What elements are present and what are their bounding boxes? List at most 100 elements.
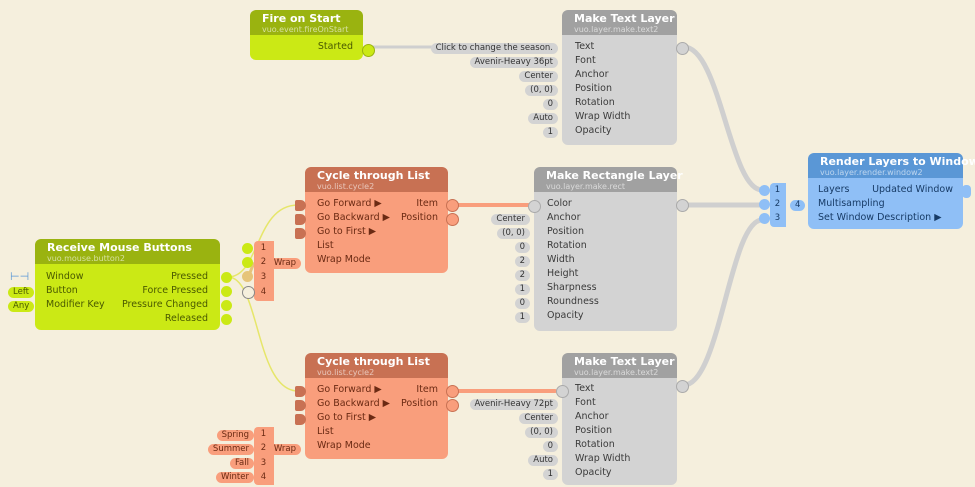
list-port-1[interactable]: [242, 243, 253, 254]
node-make-text-layer-2[interactable]: Make Text Layer vuo.layer.make.text2 Tex…: [469, 353, 689, 485]
input-label-font: Font: [575, 397, 596, 408]
node-receive-mouse-buttons[interactable]: Receive Mouse Buttons vuo.mouse.button2 …: [35, 239, 232, 330]
constant-multisampling[interactable]: 4: [790, 200, 806, 211]
constant-font[interactable]: Avenir-Heavy 36pt: [469, 57, 558, 68]
node-make-rectangle-layer[interactable]: Make Rectangle Layer vuo.layer.make.rect…: [491, 167, 689, 331]
constant-anchor[interactable]: Center: [491, 214, 530, 225]
layers-port-3[interactable]: [759, 213, 770, 224]
input-label-anchor: Anchor: [575, 69, 609, 80]
constant-position[interactable]: (0, 0): [525, 85, 558, 96]
output-port-layer[interactable]: [676, 380, 689, 393]
layer-index: 1: [774, 185, 781, 195]
port-label-started: Started: [317, 41, 353, 52]
constant-wrap-mode[interactable]: Wrap: [268, 258, 301, 269]
input-port-go-backward[interactable]: [295, 214, 306, 225]
constant-opacity[interactable]: 1: [514, 312, 530, 323]
constant-opacity[interactable]: 1: [542, 127, 558, 138]
constant-roundness[interactable]: 0: [514, 298, 530, 309]
node-header[interactable]: Make Rectangle Layer vuo.layer.make.rect: [534, 167, 683, 192]
output-port-layer[interactable]: [676, 199, 689, 212]
list-port-2[interactable]: [242, 257, 253, 268]
constant-height[interactable]: 2: [514, 270, 530, 281]
input-label-go-backward: Go Backward ▶: [317, 212, 390, 223]
output-port-force-pressed[interactable]: [221, 286, 232, 297]
node-header[interactable]: Cycle through List vuo.list.cycle2: [305, 167, 448, 192]
constant-rotation[interactable]: 0: [514, 242, 530, 253]
output-port-updated-window[interactable]: [962, 185, 971, 198]
input-port-go-backward[interactable]: [295, 400, 306, 411]
layers-list-drawer[interactable]: 1 2 3: [770, 183, 786, 227]
list-drawer-2[interactable]: 1 2 3 4: [254, 427, 274, 485]
input-port-go-to-first[interactable]: [295, 414, 306, 425]
list-value-spring[interactable]: Spring: [216, 430, 254, 441]
window-connector-icon[interactable]: ⊢⊣: [10, 270, 30, 283]
input-label-list: List: [317, 240, 334, 251]
node-header[interactable]: Make Text Layer vuo.layer.make.text2: [562, 10, 677, 35]
node-header[interactable]: Receive Mouse Buttons vuo.mouse.button2: [35, 239, 220, 264]
list-drawer-1[interactable]: 1 2 3 4: [254, 241, 274, 301]
input-label-color: Color: [547, 198, 572, 209]
output-port-item[interactable]: [446, 199, 459, 212]
list-value-summer[interactable]: Summer: [207, 444, 254, 455]
node-class: vuo.layer.make.rect: [546, 182, 626, 191]
constant-position[interactable]: (0, 0): [497, 228, 530, 239]
output-label-pressed: Pressed: [171, 271, 208, 282]
input-port-go-forward[interactable]: [295, 386, 306, 397]
list-index: 2: [260, 443, 267, 453]
node-cycle-through-list-1[interactable]: Cycle through List vuo.list.cycle2 Go Fo…: [268, 167, 459, 273]
constant-font[interactable]: Avenir-Heavy 72pt: [469, 399, 558, 410]
constant-anchor[interactable]: Center: [519, 71, 558, 82]
constant-sharpness[interactable]: 1: [514, 284, 530, 295]
input-port-go-to-first[interactable]: [295, 228, 306, 239]
input-label-anchor: Anchor: [575, 411, 609, 422]
constant-anchor[interactable]: Center: [519, 413, 558, 424]
constant-width[interactable]: 2: [514, 256, 530, 267]
input-label-go-backward: Go Backward ▶: [317, 398, 390, 409]
output-port-pressure-changed[interactable]: [221, 300, 232, 311]
output-label-updated-window: Updated Window: [872, 184, 953, 195]
constant-rotation[interactable]: 0: [542, 441, 558, 452]
constant-modifier-key[interactable]: Any: [8, 301, 35, 312]
node-render-layers-to-window[interactable]: Render Layers to Window vuo.layer.render…: [808, 153, 975, 229]
constant-position[interactable]: (0, 0): [525, 427, 558, 438]
layers-port-1[interactable]: [759, 185, 770, 196]
list-index: 2: [260, 257, 267, 267]
layers-port-2[interactable]: [759, 199, 770, 210]
output-port-item[interactable]: [446, 385, 459, 398]
list-value-winter[interactable]: Winter: [215, 472, 254, 483]
node-header[interactable]: Fire on Start vuo.event.fireOnStart: [250, 10, 363, 35]
constant-button[interactable]: Left: [8, 287, 34, 298]
constant-rotation[interactable]: 0: [542, 99, 558, 110]
output-port-released[interactable]: [221, 314, 232, 325]
node-fire-on-start[interactable]: Fire on Start vuo.event.fireOnStart Star…: [250, 10, 375, 60]
output-port-position[interactable]: [446, 399, 459, 412]
output-port-pressed[interactable]: [221, 272, 232, 283]
list-port-4[interactable]: [242, 286, 255, 299]
output-port-position[interactable]: [446, 213, 459, 226]
input-label-go-forward: Go Forward ▶: [317, 198, 382, 209]
output-label-pressure-changed: Pressure Changed: [122, 299, 208, 310]
list-index: 3: [260, 272, 267, 282]
node-make-text-layer-1[interactable]: Make Text Layer vuo.layer.make.text2 Tex…: [430, 10, 689, 145]
list-index: 4: [260, 287, 267, 297]
constant-text[interactable]: Click to change the season.: [430, 43, 558, 54]
input-port-text[interactable]: [556, 385, 569, 398]
node-header[interactable]: Cycle through List vuo.list.cycle2: [305, 353, 448, 378]
list-port-3[interactable]: [242, 271, 253, 282]
output-label-position: Position: [401, 212, 438, 223]
constant-wrap-width[interactable]: Auto: [528, 455, 558, 466]
output-port-started[interactable]: [362, 44, 375, 57]
input-port-color[interactable]: [528, 200, 541, 213]
input-label-rotation: Rotation: [575, 439, 615, 450]
input-port-go-forward[interactable]: [295, 200, 306, 211]
node-header[interactable]: Make Text Layer vuo.layer.make.text2: [562, 353, 677, 378]
output-port-layer[interactable]: [676, 42, 689, 55]
node-header[interactable]: Render Layers to Window vuo.layer.render…: [808, 153, 975, 178]
list-value-fall[interactable]: Fall: [229, 458, 254, 469]
constant-wrap-mode[interactable]: Wrap: [268, 444, 301, 455]
node-cycle-through-list-2[interactable]: Cycle through List vuo.list.cycle2 Go Fo…: [268, 353, 459, 459]
constant-opacity[interactable]: 1: [542, 469, 558, 480]
output-label-item: Item: [416, 384, 438, 395]
constant-wrap-width[interactable]: Auto: [528, 113, 558, 124]
list-index: 1: [260, 429, 267, 439]
